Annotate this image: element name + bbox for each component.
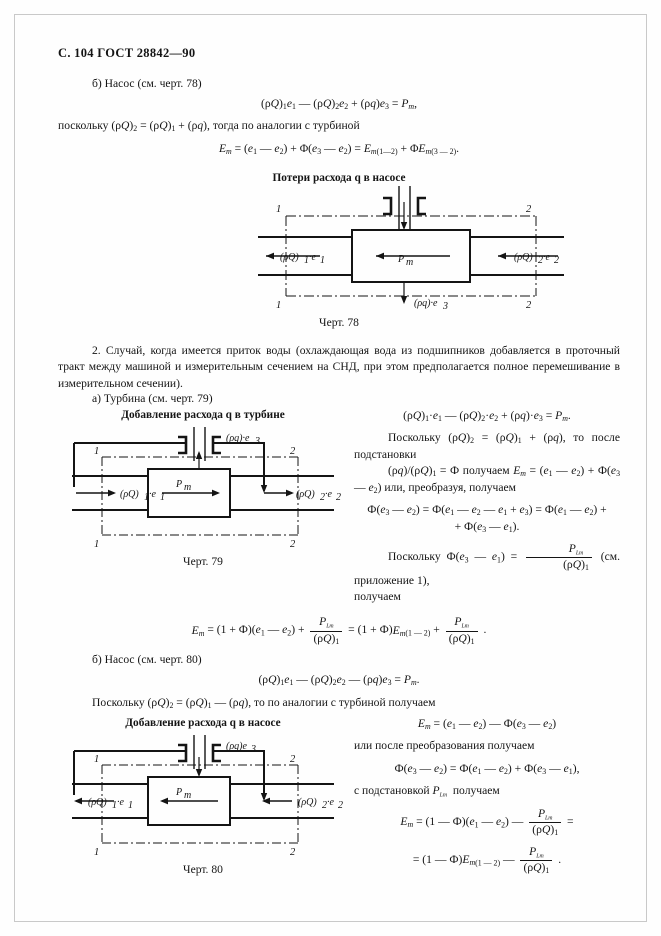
svg-text:3: 3 bbox=[442, 301, 448, 310]
pump2-text-column: Em = (e1 — e2) — Ф(e3 — e2) или после пр… bbox=[354, 717, 620, 876]
svg-text:2: 2 bbox=[322, 800, 327, 811]
figure-78-mark-2-bottom: 2 bbox=[526, 300, 532, 310]
figure-79-mark-2-bottom: 2 bbox=[290, 539, 296, 549]
figure-78: 1 2 1 2 (ρQ) 1 ·e 1 (ρQ) 2 ·e 2 (ρq)·e 3… bbox=[58, 184, 620, 310]
page-header: С. 104 ГОСТ 28842—90 bbox=[58, 46, 196, 60]
figure-78-mark-1-top: 1 bbox=[276, 204, 281, 215]
svg-text:1: 1 bbox=[112, 800, 117, 811]
figure-80-outlet-label: (ρQ) bbox=[298, 797, 317, 808]
pump2-text-2: с подстановкой PLm получаем bbox=[354, 783, 500, 799]
figure-80-mark-1-bottom: 1 bbox=[94, 847, 99, 857]
figure-78-title: Потери расхода q в насосе bbox=[272, 171, 406, 184]
figure-80-mark-2-bottom: 2 bbox=[290, 847, 296, 857]
equation-turbine-3: Em = (1 + Ф)(e1 — e2) + PLm(ρQ)1 = (1 + … bbox=[191, 615, 487, 646]
svg-text:2: 2 bbox=[336, 492, 341, 503]
figure-79-mark-1-bottom: 1 bbox=[94, 539, 99, 549]
section-b2-pump-because: Поскольку (ρQ)2 = (ρQ)1 — (ρq), то по ан… bbox=[92, 695, 436, 710]
svg-text:·e: ·e bbox=[325, 489, 333, 500]
equation-turbine-2b: + Ф(e3 — e1). bbox=[454, 520, 520, 535]
equation-pump2-3b: = (1 — Ф)Em(1 — 2) — PLm(ρQ)1 . bbox=[412, 844, 562, 876]
equation-turbine-1: (ρQ)1·e1 — (ρQ)2·e2 + (ρq)·e3 = Pm. bbox=[403, 409, 571, 424]
figure-80: 1 2 1 2 (ρQ) 1 ·e 1 (ρQ) 2 ·e 2 (ρq)e 3 bbox=[58, 729, 348, 857]
svg-text:2: 2 bbox=[554, 255, 559, 266]
svg-text:3: 3 bbox=[250, 744, 256, 755]
section-b-pump-because: поскольку (ρQ)2 = (ρQ)1 + (ρq), тогда по… bbox=[58, 119, 360, 134]
svg-text:2: 2 bbox=[538, 255, 543, 266]
figure-79: 1 2 1 2 (ρQ) 1 ·e 1 (ρQ) 2 ·e 2 (ρq)·e 3 bbox=[58, 421, 348, 549]
svg-text:1: 1 bbox=[128, 800, 133, 811]
figure-80-title: Добавление расхода q в насосе bbox=[125, 717, 281, 730]
section-2-paragraph: 2. Случай, когда имеется приток воды (ох… bbox=[58, 343, 620, 390]
figure-78-inlet-label: (ρQ) bbox=[280, 252, 299, 263]
figure-78-mark-2-top: 2 bbox=[526, 204, 532, 215]
equation-pump2-1: Em = (e1 — e2) — Ф(e3 — e2) bbox=[417, 717, 557, 732]
svg-text:·e: ·e bbox=[327, 797, 335, 808]
turbine-text-4: получаем bbox=[354, 590, 401, 604]
section-2-sub-a: а) Турбина (см. черт. 79) bbox=[92, 392, 213, 406]
figure-80-wrapper: Добавление расхода q в насосе bbox=[58, 717, 348, 876]
section-b-pump-lead: б) Насос (см. черт. 78) bbox=[92, 77, 202, 90]
svg-text:1: 1 bbox=[144, 492, 149, 503]
svg-text:·e: ·e bbox=[543, 252, 551, 263]
figure-78-box-label: P bbox=[397, 254, 404, 265]
figure-80-mark-2-top: 2 bbox=[290, 754, 296, 765]
figure-79-box-label: P bbox=[175, 479, 182, 490]
figure-78-leak-label: (ρq)·e bbox=[414, 298, 438, 309]
figure-79-wrapper: Добавление расхода q в турбине bbox=[58, 409, 348, 568]
svg-text:m: m bbox=[406, 257, 413, 268]
svg-text:2: 2 bbox=[338, 800, 343, 811]
svg-text:m: m bbox=[184, 482, 191, 493]
equation-turbine-2a: Ф(e3 — e2) = Ф(e1 — e2 — e1 + e3) = Ф(e1… bbox=[367, 503, 607, 518]
figure-80-mark-1-top: 1 bbox=[94, 754, 99, 765]
svg-text:·e: ·e bbox=[117, 797, 125, 808]
turbine-text-3: Поскольку Ф(e3 — e1) = PLm(ρQ)1 (см. при… bbox=[354, 541, 620, 587]
figure-78-caption: Черт. 78 bbox=[319, 315, 359, 329]
equation-pump2-2: Ф(e3 — e2) = Ф(e1 — e2) + Ф(e3 — e1), bbox=[394, 761, 580, 776]
equation-b2-pump-1: (ρQ)1e1 — (ρQ)2e2 — (ρq)e3 = Pm. bbox=[258, 673, 420, 688]
turbine-text-2: (ρq)/(ρQ)1 = Ф получаем Em = (e1 — e2) +… bbox=[354, 464, 620, 495]
figure-79-mark-1-top: 1 bbox=[94, 446, 99, 457]
figure-80-inlet-label: (ρQ) bbox=[88, 797, 107, 808]
figure-79-outlet-label: (ρQ) bbox=[296, 489, 315, 500]
figure-79-title: Добавление расхода q в турбине bbox=[121, 409, 285, 422]
figure-79-inlet-label: (ρQ) bbox=[120, 489, 139, 500]
equation-b-pump-1: (ρQ)1e1 — (ρQ)2e2 + (ρq)e3 = Pm, bbox=[260, 97, 418, 112]
figure-80-box-label: P bbox=[175, 787, 182, 798]
pump2-text-1: или после преобразования получаем bbox=[354, 739, 535, 753]
figure-80-add-label: (ρq)e bbox=[226, 741, 247, 752]
figure-79-caption: Черт. 79 bbox=[183, 555, 223, 569]
svg-text:1: 1 bbox=[160, 492, 165, 503]
figure-78-mark-1-bottom: 1 bbox=[276, 300, 281, 310]
figure-80-caption: Черт. 80 bbox=[183, 863, 223, 877]
svg-text:m: m bbox=[184, 790, 191, 801]
section-b2-pump-lead: б) Насос (см. черт. 80) bbox=[92, 653, 202, 667]
figure-79-mark-2-top: 2 bbox=[290, 446, 296, 457]
turbine-text-1: Поскольку (ρQ)2 = (ρQ)1 + (ρq), то после… bbox=[354, 431, 620, 461]
svg-text:2: 2 bbox=[320, 492, 325, 503]
equation-pump2-3a: Em = (1 — Ф)(e1 — e2) — PLm(ρQ)1 = bbox=[400, 806, 574, 838]
figure-79-add-label: (ρq)·e bbox=[226, 433, 250, 444]
svg-text:1: 1 bbox=[320, 255, 325, 266]
svg-text:3: 3 bbox=[254, 436, 260, 447]
svg-text:·e: ·e bbox=[309, 252, 317, 263]
equation-b-pump-2: Em = (e1 — e2) + Φ(e3 — e2) = Em(1—2) + … bbox=[218, 141, 460, 156]
svg-text:1: 1 bbox=[304, 255, 309, 266]
turbine-text-column: (ρQ)1·e1 — (ρQ)2·e2 + (ρq)·e3 = Pm. Поск… bbox=[354, 409, 620, 605]
svg-text:·e: ·e bbox=[149, 489, 157, 500]
figure-78-outlet-label: (ρQ) bbox=[514, 252, 533, 263]
